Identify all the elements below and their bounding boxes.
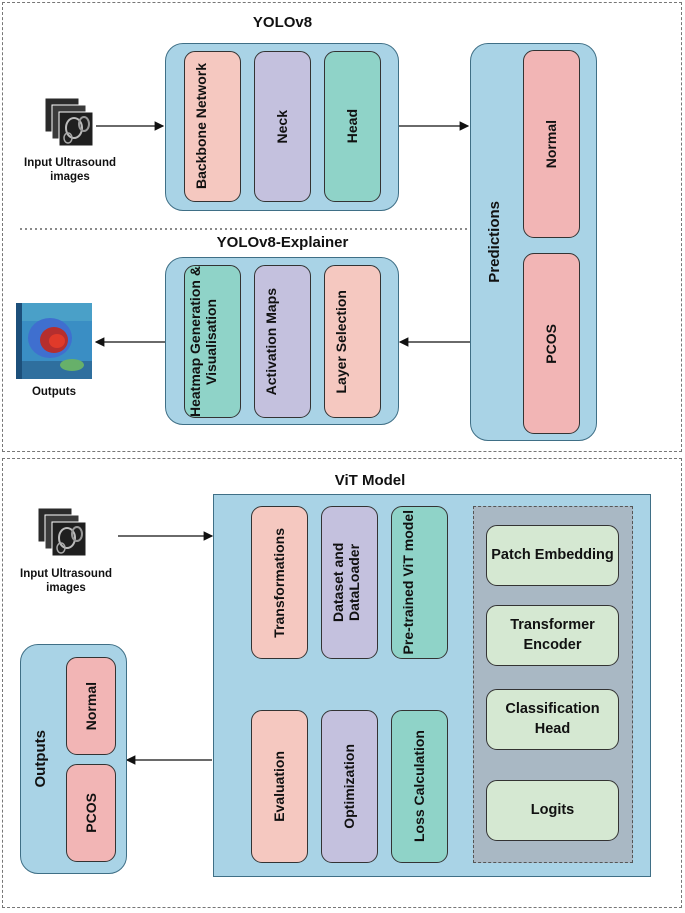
head-block: Head — [324, 51, 381, 202]
evaluation-label: Evaluation — [271, 751, 288, 822]
predictions-label: Predictions — [485, 201, 503, 283]
backbone-network-label: Backbone Network — [192, 63, 209, 190]
vit-title: ViT Model — [334, 472, 406, 489]
heatmap-output-icon — [16, 303, 92, 379]
activation-maps-block: Activation Maps — [254, 265, 311, 418]
layer-selection-block: Layer Selection — [324, 265, 381, 418]
optimization-block: Optimization — [321, 710, 378, 863]
pretrained-vit-block: Pre-trained ViT model — [391, 506, 448, 659]
yolo-title: YOLOv8 — [252, 14, 313, 31]
predictions-label-wrap: Predictions — [476, 43, 512, 441]
heatmap-block: Heatmap Generation & Visualisation — [184, 265, 241, 418]
optimization-label: Optimization — [341, 744, 358, 829]
prediction-pcos-block: PCOS — [523, 253, 580, 434]
neck-block: Neck — [254, 51, 311, 202]
yolo-input-label: Input Ultrasound images — [24, 157, 116, 184]
vit-input-label: Input Ultrasound images — [20, 568, 112, 595]
prediction-normal-block: Normal — [523, 50, 580, 238]
ultrasound-images-icon-vit — [37, 507, 87, 557]
vit-output-pcos-label: PCOS — [82, 793, 99, 833]
neck-label: Neck — [274, 109, 291, 144]
loss-calculation-block: Loss Calculation — [391, 710, 448, 863]
vit-output-normal-label: Normal — [82, 681, 99, 731]
transformer-encoder-block: Transformer Encoder — [486, 605, 619, 666]
vit-section-frame — [2, 458, 682, 908]
pretrained-vit-label: Pre-trained ViT model — [399, 510, 416, 655]
layer-selection-label: Layer Selection — [332, 289, 349, 394]
head-label: Head — [344, 109, 361, 144]
prediction-normal-label: Normal — [543, 119, 560, 169]
vit-outputs-label-wrap: Outputs — [24, 644, 56, 874]
prediction-pcos-label: PCOS — [543, 323, 560, 364]
classification-head-block: Classification Head — [486, 689, 619, 750]
vit-output-pcos-block: PCOS — [66, 764, 116, 862]
explainer-title: YOLOv8-Explainer — [216, 234, 349, 251]
explainer-outputs-label: Outputs — [31, 386, 77, 398]
activation-maps-label: Activation Maps — [262, 287, 279, 396]
dataset-dataloader-label: Dataset and DataLoader — [329, 542, 362, 623]
loss-calculation-label: Loss Calculation — [411, 730, 428, 843]
vit-outputs-label: Outputs — [31, 730, 49, 788]
dataset-dataloader-block: Dataset and DataLoader — [321, 506, 378, 659]
backbone-network-block: Backbone Network — [184, 51, 241, 202]
evaluation-block: Evaluation — [251, 710, 308, 863]
transformations-block: Transformations — [251, 506, 308, 659]
logits-block: Logits — [486, 780, 619, 841]
ultrasound-images-icon — [44, 97, 94, 147]
vit-output-normal-block: Normal — [66, 657, 116, 755]
patch-embedding-block: Patch Embedding — [486, 525, 619, 586]
heatmap-label: Heatmap Generation & Visualisation — [186, 266, 219, 417]
yolo-section-frame — [2, 2, 682, 452]
transformations-label: Transformations — [271, 527, 288, 638]
